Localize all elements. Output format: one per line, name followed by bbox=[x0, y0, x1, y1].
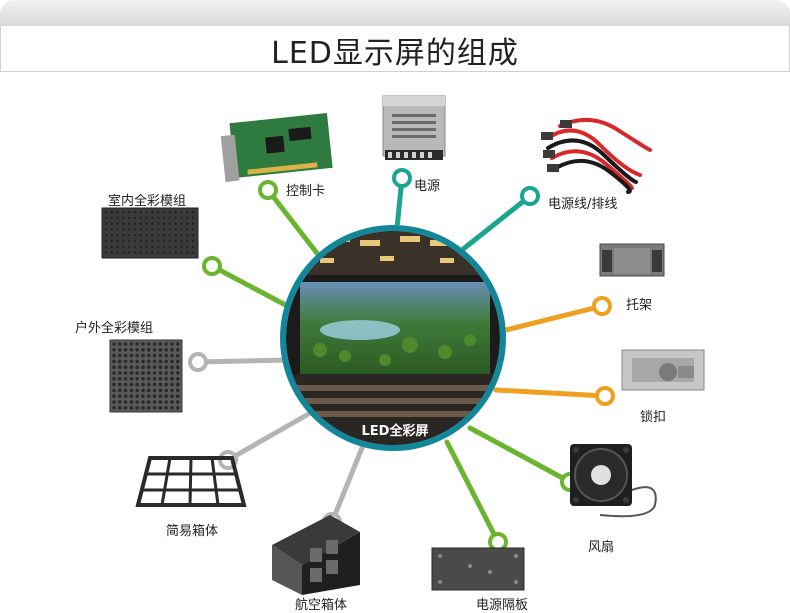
endpoint-power-cable bbox=[520, 186, 540, 206]
connector-fan bbox=[467, 425, 573, 485]
endpoint-control-card bbox=[258, 180, 278, 200]
label-power-supply: 电源 bbox=[414, 179, 441, 194]
connector-bracket bbox=[503, 303, 605, 333]
connector-outdoor-module bbox=[195, 357, 291, 365]
label-power-cable: 电源线/排线 bbox=[548, 197, 618, 212]
led-screen-image bbox=[280, 225, 506, 451]
label-outdoor-module: 户外全彩模组 bbox=[75, 321, 154, 336]
endpoint-indoor-module bbox=[202, 256, 222, 276]
power-supply-icon bbox=[382, 95, 446, 160]
header-body bbox=[0, 26, 790, 72]
connector-power-panel bbox=[444, 439, 501, 545]
label-simple-cabinet: 简易箱体 bbox=[166, 524, 219, 539]
connector-flight-case bbox=[329, 445, 365, 525]
cabinet-icon bbox=[135, 456, 247, 507]
connector-lock bbox=[493, 387, 608, 399]
page-title: LED显示屏的组成 bbox=[271, 36, 519, 71]
endpoint-outdoor-module bbox=[188, 352, 208, 372]
panel-icon bbox=[431, 547, 525, 591]
label-lock: 锁扣 bbox=[640, 410, 667, 425]
flight-case-icon bbox=[272, 515, 360, 595]
cable-icon bbox=[541, 118, 652, 194]
label-control-card: 控制卡 bbox=[286, 184, 326, 199]
endpoint-lock bbox=[595, 386, 615, 406]
label-fan: 风扇 bbox=[588, 540, 615, 555]
fan-icon bbox=[570, 444, 657, 518]
label-indoor-module: 室内全彩模组 bbox=[108, 194, 187, 209]
connector-power-cable bbox=[459, 193, 533, 253]
control-card-icon bbox=[220, 113, 333, 182]
endpoint-bracket bbox=[592, 296, 612, 316]
endpoint-power-supply bbox=[392, 168, 412, 188]
connector-simple-cabinet bbox=[225, 409, 315, 463]
outdoor-module-icon bbox=[109, 339, 183, 413]
label-bracket: 托架 bbox=[626, 298, 653, 313]
label-power-panel: 电源隔板 bbox=[476, 598, 529, 613]
bracket-icon bbox=[599, 243, 665, 277]
lock-icon bbox=[621, 349, 705, 391]
center-label: LED全彩屏 bbox=[361, 424, 429, 439]
indoor-module-icon bbox=[101, 207, 199, 259]
connector-indoor-module bbox=[209, 263, 298, 313]
label-flight-case: 航空箱体 bbox=[295, 598, 348, 613]
header: LED显示屏的组成 bbox=[0, 0, 790, 72]
